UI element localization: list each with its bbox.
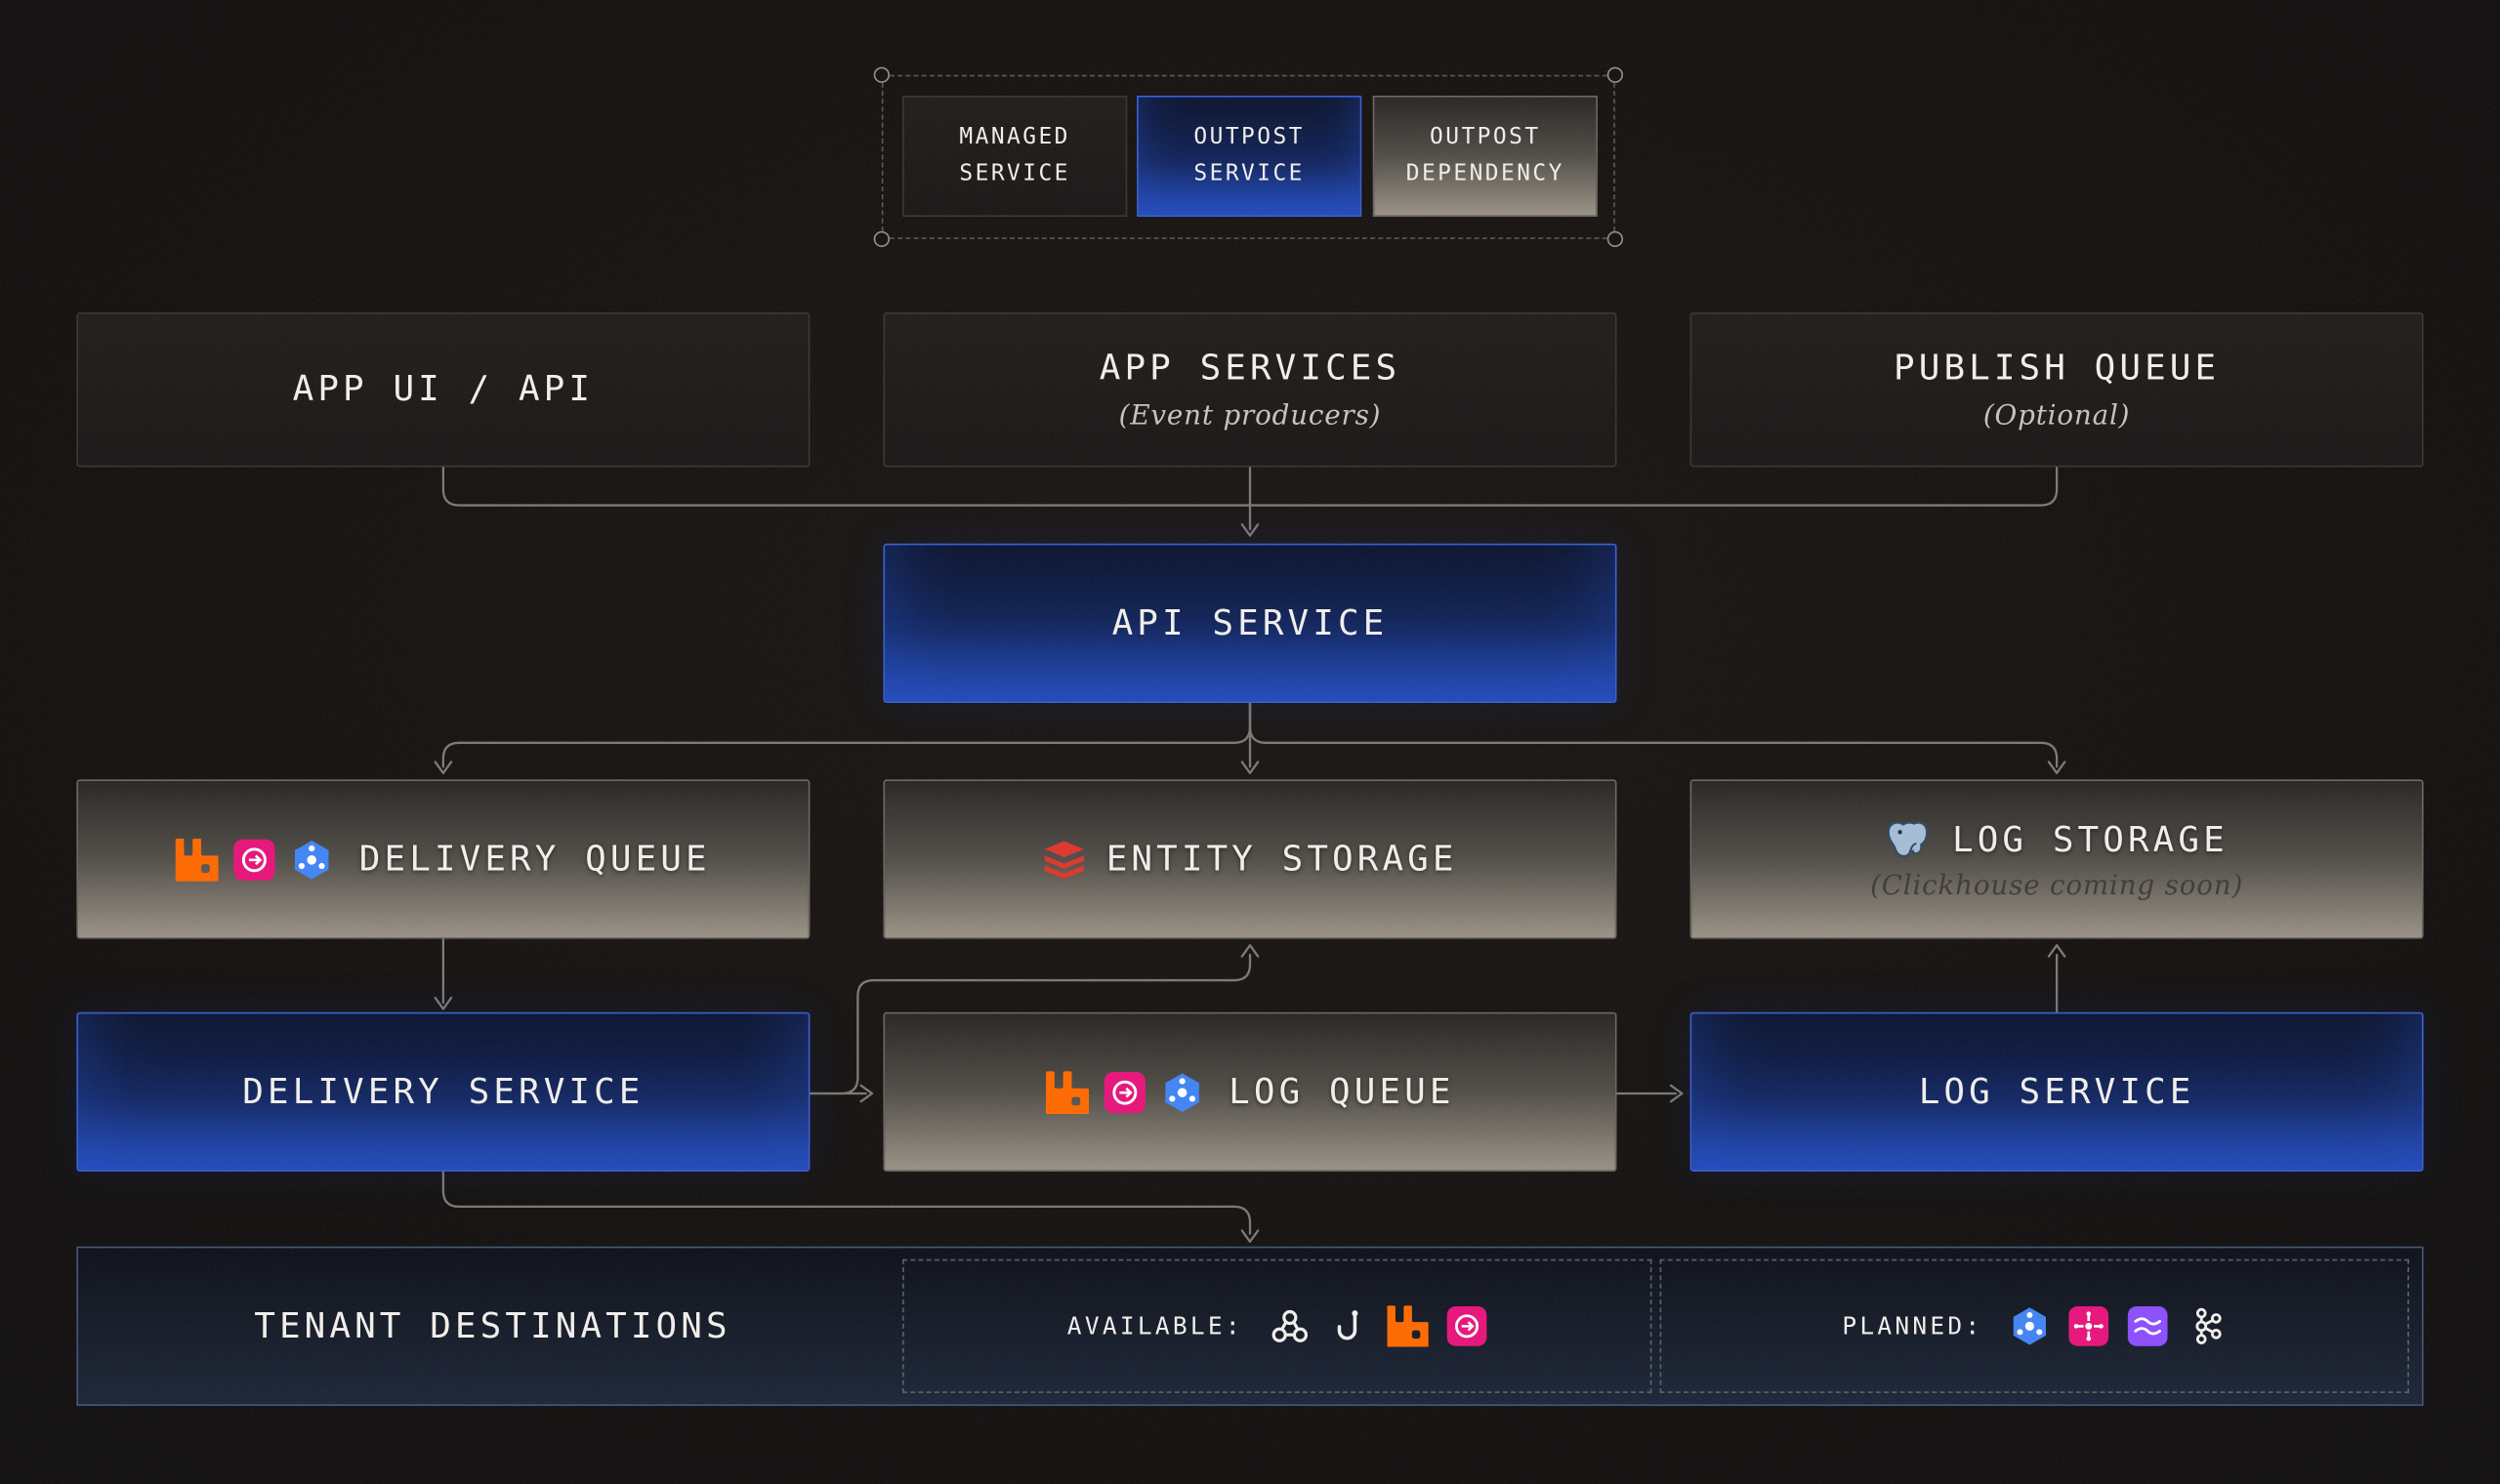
app-services-node: APP SERVICES (Event producers) bbox=[883, 311, 1617, 468]
delivery-queue-icons bbox=[176, 838, 334, 881]
legend-handle-bottom-right bbox=[1606, 230, 1624, 248]
hookdeck-icon bbox=[1327, 1305, 1368, 1346]
publish-queue-title: PUBLISH QUEUE bbox=[1894, 348, 2221, 389]
webhook-icon bbox=[1269, 1305, 1310, 1346]
gcp-pubsub-icon bbox=[1160, 1070, 1203, 1113]
delivery-queue-title: DELIVERY QUEUE bbox=[358, 839, 711, 880]
publish-queue-subtitle: (Optional) bbox=[1982, 398, 2131, 432]
gcp-pubsub-icon bbox=[2009, 1305, 2050, 1346]
log-service-node: LOG SERVICE bbox=[1689, 1011, 2424, 1172]
edge-delivery-service-to-tenant-destinations bbox=[441, 1170, 1260, 1243]
edge-log-queue-to-log-service bbox=[1615, 1084, 1684, 1103]
edge-app-ui-to-api-service bbox=[441, 466, 1252, 507]
available-icons bbox=[1269, 1305, 1487, 1346]
legend-outpost-dependency: OUTPOST DEPENDENCY bbox=[1372, 95, 1598, 218]
legend-handle-bottom-left bbox=[873, 230, 891, 248]
available-destinations-box: AVAILABLE: bbox=[902, 1258, 1652, 1393]
legend-managed-service-label: MANAGED SERVICE bbox=[959, 124, 1070, 187]
available-label: AVAILABLE: bbox=[1066, 1311, 1243, 1341]
api-service-node: API SERVICE bbox=[883, 543, 1617, 703]
tenant-destinations-title: TENANT DESTINATIONS bbox=[254, 1305, 731, 1346]
edge-api-service-to-log-storage bbox=[1248, 701, 2066, 774]
app-services-title: APP SERVICES bbox=[1099, 348, 1401, 389]
aws-sqs-icon bbox=[1103, 1070, 1146, 1113]
app-services-subtitle: (Event producers) bbox=[1118, 398, 1382, 432]
tenant-destinations-node: TENANT DESTINATIONS AVAILABLE: PLANNED: bbox=[76, 1246, 2424, 1406]
log-service-title: LOG SERVICE bbox=[1918, 1071, 2195, 1112]
amazon-eventbridge-icon bbox=[2067, 1305, 2108, 1346]
legend-outpost-service-label: OUTPOST SERVICE bbox=[1193, 124, 1305, 187]
edge-log-service-to-log-storage bbox=[2047, 944, 2066, 1013]
delivery-queue-node: DELIVERY QUEUE bbox=[76, 779, 811, 939]
log-storage-title: LOG STORAGE bbox=[1952, 819, 2229, 860]
app-ui-api-title: APP UI / API bbox=[292, 369, 595, 410]
planned-label: PLANNED: bbox=[1842, 1311, 1983, 1341]
api-service-title: API SERVICE bbox=[1111, 602, 1389, 643]
amazon-kinesis-icon bbox=[2126, 1305, 2167, 1346]
edge-publish-queue-to-api-service bbox=[1248, 466, 2059, 507]
rabbitmq-icon bbox=[1387, 1305, 1428, 1346]
aws-sqs-icon bbox=[233, 838, 276, 881]
entity-storage-title: ENTITY STORAGE bbox=[1105, 839, 1458, 880]
log-storage-subtitle: (Clickhouse coming soon) bbox=[1870, 869, 2244, 902]
entity-storage-node: ENTITY STORAGE bbox=[883, 779, 1617, 939]
publish-queue-node: PUBLISH QUEUE (Optional) bbox=[1689, 311, 2424, 468]
edge-delivery-queue-to-delivery-service bbox=[434, 937, 453, 1010]
log-queue-icons bbox=[1045, 1070, 1203, 1113]
app-ui-api-node: APP UI / API bbox=[76, 311, 811, 468]
log-queue-title: LOG QUEUE bbox=[1229, 1071, 1455, 1112]
delivery-service-node: DELIVERY SERVICE bbox=[76, 1011, 811, 1172]
delivery-service-title: DELIVERY SERVICE bbox=[242, 1071, 645, 1112]
gcp-pubsub-icon bbox=[291, 838, 334, 881]
edge-app-services-to-api-service bbox=[1240, 466, 1260, 537]
log-queue-node: LOG QUEUE bbox=[883, 1011, 1617, 1172]
rabbitmq-icon bbox=[176, 838, 219, 881]
legend-handle-top-right bbox=[1606, 66, 1624, 83]
planned-destinations-box: PLANNED: bbox=[1659, 1258, 2409, 1393]
log-storage-node: LOG STORAGE (Clickhouse coming soon) bbox=[1689, 779, 2424, 939]
tenant-destinations-title-wrap: TENANT DESTINATIONS bbox=[78, 1248, 907, 1404]
legend-outpost-service: OUTPOST SERVICE bbox=[1137, 95, 1362, 218]
redis-icon bbox=[1042, 838, 1085, 881]
legend-handle-top-left bbox=[873, 66, 891, 83]
rabbitmq-icon bbox=[1045, 1070, 1088, 1113]
legend-outpost-dependency-label: OUTPOST DEPENDENCY bbox=[1405, 124, 1564, 187]
legend: MANAGED SERVICE OUTPOST SERVICE OUTPOST … bbox=[873, 66, 1624, 248]
planned-icons bbox=[2009, 1305, 2228, 1346]
kafka-icon bbox=[2186, 1305, 2227, 1346]
edge-api-service-to-delivery-queue bbox=[434, 701, 1252, 774]
aws-sqs-icon bbox=[1445, 1305, 1486, 1346]
edge-api-service-to-entity-storage bbox=[1240, 701, 1260, 774]
postgresql-icon bbox=[1885, 817, 1931, 863]
legend-managed-service: MANAGED SERVICE bbox=[902, 95, 1128, 218]
edge-delivery-service-to-log-queue bbox=[809, 1084, 874, 1103]
